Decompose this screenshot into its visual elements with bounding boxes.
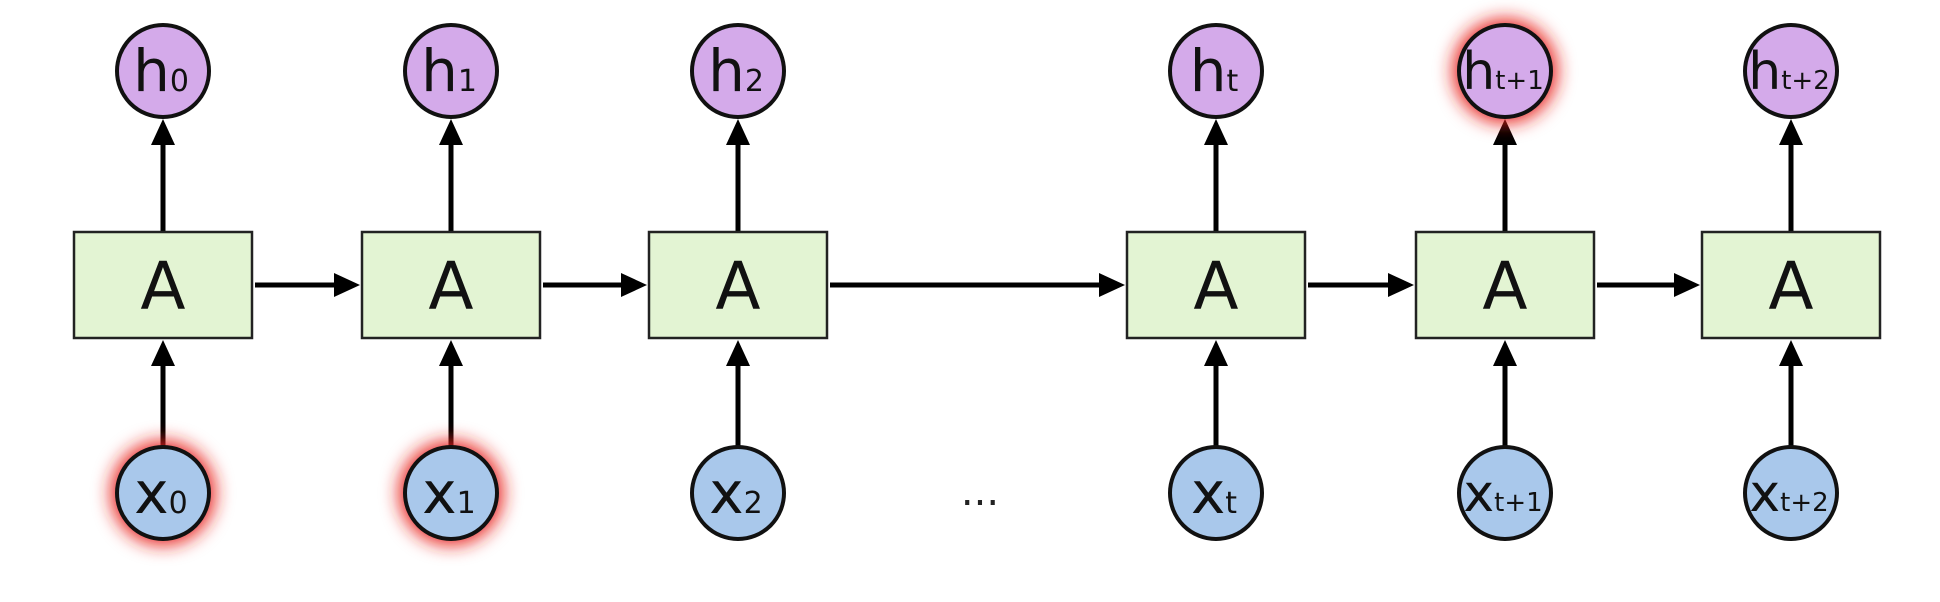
arrow-x-to-cell4: [1493, 340, 1517, 446]
arrow-x-to-cell5: [1779, 340, 1803, 446]
output-node-h3-label: ht: [1190, 37, 1239, 105]
output-node-h0-label-main: h: [133, 37, 170, 105]
output-node-h4-label-main: h: [1462, 42, 1495, 102]
arrow-cell-to-h0: [151, 119, 175, 231]
arrow-recurrence-0-1: [255, 273, 360, 297]
output-node-h0: [115, 23, 211, 119]
output-node-h3-label-subscript: t: [1227, 64, 1239, 99]
output-node-h1-label-main: h: [421, 37, 458, 105]
rnn-cell-label-0: A: [140, 248, 185, 325]
arrow-cell-to-h3: [1204, 119, 1228, 231]
arrow-cell-to-h5: [1779, 119, 1803, 231]
output-node-h4-label-subscript: t+1: [1495, 66, 1544, 96]
arrow-x-to-cell3: [1204, 340, 1228, 446]
arrow-x-to-cell0-head: [151, 340, 175, 366]
arrow-cell-to-h3-head: [1204, 119, 1228, 145]
rnn-cell-4: [1414, 230, 1596, 340]
arrow-x-to-cell2: [726, 340, 750, 446]
output-node-h0-label: h0: [133, 37, 189, 105]
arrow-recurrence-4-5-head: [1674, 273, 1700, 297]
glow-layer: [111, 19, 1557, 545]
arrow-recurrence-0-1-head: [334, 273, 360, 297]
input-node-x2: [690, 445, 786, 541]
input-node-x0-label: x0: [134, 459, 187, 527]
input-node-x4: [1457, 445, 1553, 541]
output-node-h2-label: h2: [708, 37, 764, 105]
input-node-x3-label-subscript: t: [1225, 486, 1237, 521]
arrow-x-to-cell0: [151, 340, 175, 446]
output-node-h2-label-main: h: [708, 37, 745, 105]
arrow-recurrence-1-2: [543, 273, 647, 297]
output-node-h4-label: ht+1: [1462, 42, 1544, 102]
rnn-cell-3: [1125, 230, 1307, 340]
input-node-x1: [403, 445, 499, 541]
arrow-recurrence-2-3-head: [1099, 273, 1125, 297]
arrow-recurrence-4-5: [1597, 273, 1700, 297]
arrow-x-to-cell1: [439, 340, 463, 446]
ellipsis-text: ...: [961, 469, 999, 515]
arrow-cell-to-h1: [439, 119, 463, 231]
input-node-x0-label-main: x: [134, 459, 168, 527]
output-node-h5-label: ht+2: [1748, 42, 1830, 102]
input-node-x2-label-main: x: [709, 459, 743, 527]
output-node-h1: [403, 23, 499, 119]
arrow-cell-to-h1-head: [439, 119, 463, 145]
rnn-cell-label-2: A: [715, 248, 760, 325]
arrow-cell-to-h2-head: [726, 119, 750, 145]
arrow-x-to-cell4-head: [1493, 340, 1517, 366]
arrow-recurrence-2-3: [830, 273, 1125, 297]
arrow-x-to-cell2-head: [726, 340, 750, 366]
rnn-cell-5: [1700, 230, 1882, 340]
output-node-h5-label-subscript: t+2: [1781, 66, 1830, 96]
arrow-x-to-cell3-head: [1204, 340, 1228, 366]
input-node-x5-label-subscript: t+2: [1780, 488, 1829, 518]
input-node-x1-label-main: x: [422, 459, 456, 527]
arrow-recurrence-1-2-head: [621, 273, 647, 297]
output-node-h1-label: h1: [421, 37, 477, 105]
arrow-x-to-cell5-head: [1779, 340, 1803, 366]
input-node-x5-label: xt+2: [1749, 464, 1828, 524]
output-node-h5: [1743, 23, 1839, 119]
input-node-x1-label: x1: [422, 459, 475, 527]
input-node-x3-label-main: x: [1191, 459, 1225, 527]
rnn-cell-label-5: A: [1768, 248, 1813, 325]
rnn-cell-1: [360, 230, 542, 340]
rnn-cell-2: [647, 230, 829, 340]
input-node-x0-label-subscript: 0: [169, 486, 188, 521]
arrow-cell-to-h0-head: [151, 119, 175, 145]
arrow-cell-to-h5-head: [1779, 119, 1803, 145]
rnn-cell-label-3: A: [1193, 248, 1238, 325]
output-node-h5-label-main: h: [1748, 42, 1781, 102]
output-node-h2-label-subscript: 2: [745, 64, 764, 99]
arrow-x-to-cell1-head: [439, 340, 463, 366]
arrow-cell-to-h2: [726, 119, 750, 231]
arrow-recurrence-3-4-head: [1388, 273, 1414, 297]
edges-layer: [151, 119, 1803, 446]
input-node-x5: [1743, 445, 1839, 541]
output-node-h2: [690, 23, 786, 119]
output-node-h3-label-main: h: [1190, 37, 1227, 105]
input-node-x1-label-subscript: 1: [457, 486, 476, 521]
input-node-x4-label-main: x: [1463, 464, 1494, 524]
input-node-x2-label-subscript: 2: [744, 486, 763, 521]
input-node-x0: [115, 445, 211, 541]
output-node-h1-label-subscript: 1: [458, 64, 477, 99]
output-node-h4: [1457, 23, 1553, 119]
rnn-cell-0: [72, 230, 254, 340]
input-node-x4-label-subscript: t+1: [1494, 488, 1543, 518]
rnn-cell-label-4: A: [1482, 248, 1527, 325]
arrow-cell-to-h4-head: [1493, 119, 1517, 145]
arrow-cell-to-h4: [1493, 119, 1517, 231]
input-node-x4-label: xt+1: [1463, 464, 1542, 524]
input-node-x3-label: xt: [1191, 459, 1237, 527]
input-node-x5-label-main: x: [1749, 464, 1780, 524]
output-node-h0-label-subscript: 0: [170, 64, 189, 99]
rnn-cell-label-1: A: [428, 248, 473, 325]
input-node-x2-label: x2: [709, 459, 762, 527]
output-node-h3: [1168, 23, 1264, 119]
arrow-recurrence-3-4: [1308, 273, 1414, 297]
input-node-x3: [1168, 445, 1264, 541]
